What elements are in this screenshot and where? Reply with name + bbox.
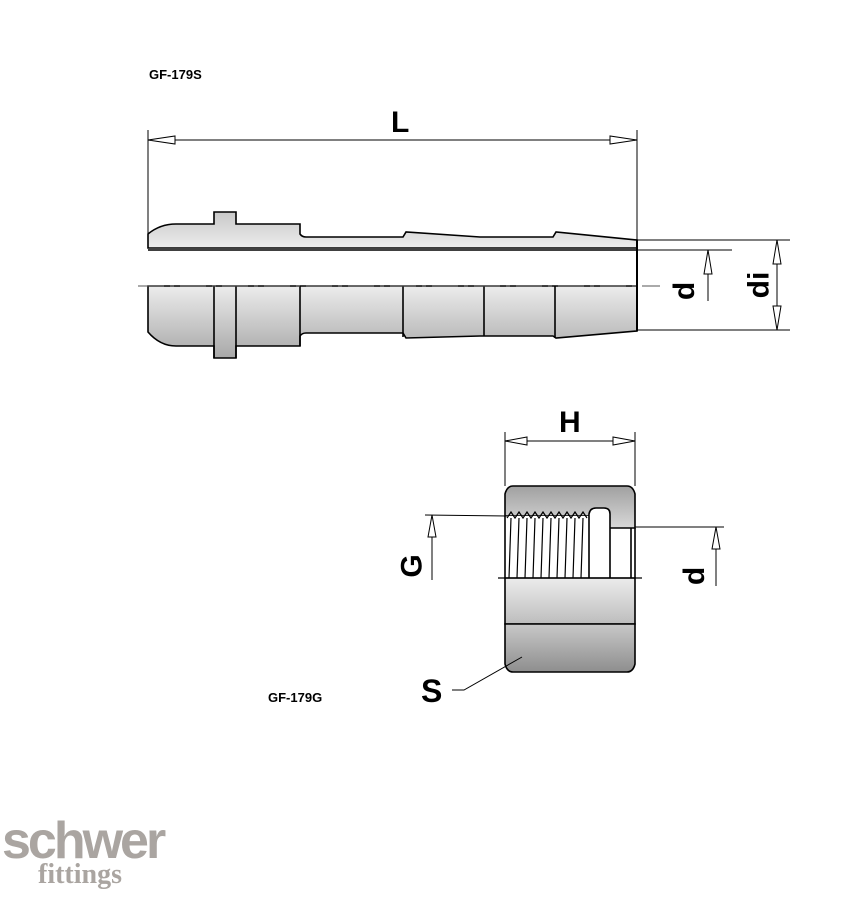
logo-subtitle: fittings bbox=[38, 859, 122, 890]
dimension-label-S: S bbox=[421, 673, 443, 709]
stem-drawing bbox=[147, 211, 638, 359]
stem-part-code: GF-179S bbox=[149, 67, 202, 82]
dimension-L bbox=[147, 130, 638, 248]
dimension-G bbox=[424, 514, 508, 580]
dimension-S-leader bbox=[452, 656, 523, 691]
dimension-label-L: L bbox=[391, 106, 410, 139]
brand-logo: schwer fittings bbox=[2, 812, 166, 890]
nut-part-code: GF-179G bbox=[268, 690, 323, 705]
logo-wordmark: schwer bbox=[2, 812, 166, 870]
dimension-label-d-stem: d bbox=[668, 281, 702, 301]
dimension-label-d-nut: d bbox=[678, 566, 712, 586]
dimension-H bbox=[504, 432, 636, 486]
dimension-label-H: H bbox=[559, 406, 581, 439]
dimension-d-di bbox=[637, 239, 790, 331]
dimension-label-di: di bbox=[742, 271, 776, 299]
dimension-d-nut bbox=[635, 526, 724, 586]
nut-drawing bbox=[498, 485, 642, 673]
dimension-label-G: G bbox=[395, 554, 429, 578]
